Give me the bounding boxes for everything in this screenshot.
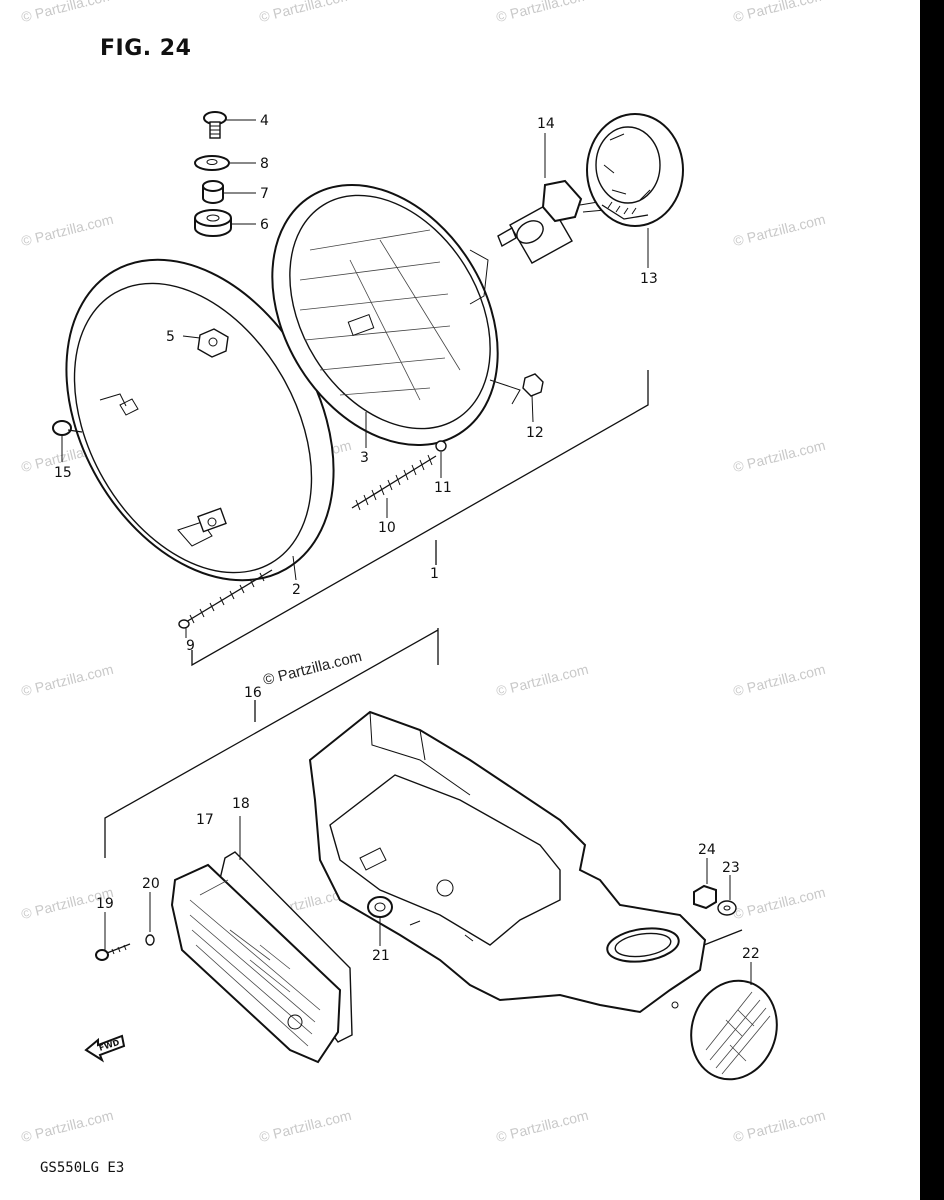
assembly-bracket-16 xyxy=(104,628,743,946)
callout-5: 5 xyxy=(166,329,175,345)
figure-title: FIG. 24 xyxy=(100,36,192,61)
headlight-lens-unit xyxy=(271,183,521,447)
callout-21: 21 xyxy=(372,948,390,964)
adjusting-screw-9 xyxy=(178,569,273,629)
callout-13: 13 xyxy=(640,271,658,287)
callout-17: 17 xyxy=(196,812,214,828)
callout-8: 8 xyxy=(260,156,269,172)
callout-11: 11 xyxy=(434,480,452,496)
nut-5 xyxy=(197,328,229,358)
screw-19 xyxy=(95,943,131,961)
callout-2: 2 xyxy=(292,582,301,598)
callout-14: 14 xyxy=(537,116,555,132)
page-edge-border xyxy=(920,0,944,1200)
socket-cover-13 xyxy=(586,113,684,227)
washer-8 xyxy=(194,155,230,171)
nut-12 xyxy=(522,373,544,397)
collar-7 xyxy=(202,180,224,204)
nut-24 xyxy=(693,884,717,910)
grommet-21 xyxy=(367,896,393,918)
callout-22: 22 xyxy=(742,946,760,962)
callout-15: 15 xyxy=(54,465,72,481)
cushion-6 xyxy=(194,209,232,237)
leader-lines xyxy=(61,119,752,985)
screw-15 xyxy=(52,420,83,436)
callout-1: 1 xyxy=(430,566,439,582)
assembly-bracket-1 xyxy=(191,370,649,667)
callout-18: 18 xyxy=(232,796,250,812)
callout-7: 7 xyxy=(260,186,269,202)
callout-9: 9 xyxy=(186,638,195,654)
spring-10 xyxy=(351,454,437,511)
callout-4: 4 xyxy=(260,113,269,129)
washer-11 xyxy=(435,440,447,452)
callout-3: 3 xyxy=(360,450,369,466)
model-code: GS550LG E3 xyxy=(40,1160,125,1176)
callout-10: 10 xyxy=(378,520,396,536)
fwd-arrow-icon: FWD xyxy=(84,1034,126,1063)
front-panel-17 xyxy=(170,863,342,1064)
washer-23 xyxy=(717,900,737,916)
callout-16: 16 xyxy=(244,685,262,701)
callout-6: 6 xyxy=(260,217,269,233)
callout-12: 12 xyxy=(526,425,544,441)
callout-24: 24 xyxy=(698,842,716,858)
callout-20: 20 xyxy=(142,876,160,892)
lens-22 xyxy=(690,979,778,1081)
washer-20 xyxy=(145,934,155,946)
callout-23: 23 xyxy=(722,860,740,876)
callouts: 1 2 3 4 5 6 7 8 9 10 11 12 13 14 15 16 1… xyxy=(54,113,760,964)
headlight-rim xyxy=(65,258,335,582)
callout-19: 19 xyxy=(96,896,114,912)
headlight-cowl-16 xyxy=(308,710,707,1014)
bulb-14 xyxy=(497,179,606,264)
screw-4 xyxy=(203,111,227,139)
